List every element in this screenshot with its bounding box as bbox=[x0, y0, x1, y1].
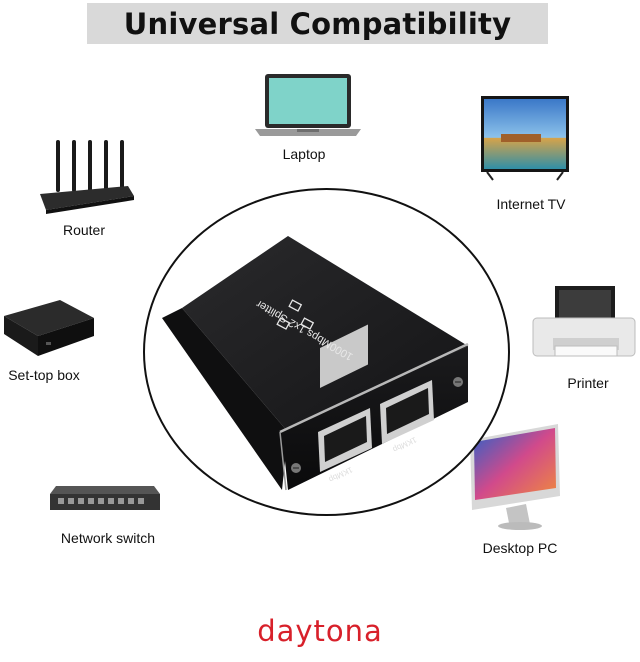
network-switch-icon bbox=[50, 486, 160, 510]
printer-icon bbox=[532, 286, 636, 357]
brand-logo: daytona bbox=[257, 614, 383, 648]
laptop-label: Laptop bbox=[282, 146, 326, 162]
router-icon bbox=[40, 140, 134, 214]
set-top-box-label: Set-top box bbox=[8, 367, 80, 383]
laptop-icon bbox=[255, 74, 361, 136]
network-switch-label: Network switch bbox=[60, 530, 156, 546]
desktop-pc-icon bbox=[470, 424, 560, 530]
title-banner: Universal Compatibility bbox=[87, 3, 548, 44]
printer-label: Printer bbox=[567, 375, 609, 391]
desktop-pc-label: Desktop PC bbox=[482, 540, 558, 556]
splitter-device-image bbox=[162, 236, 469, 491]
set-top-box-icon bbox=[4, 300, 94, 356]
banner-title: Universal Compatibility bbox=[123, 6, 512, 41]
internet-tv-label: Internet TV bbox=[496, 196, 566, 212]
tv-icon bbox=[481, 96, 569, 181]
router-label: Router bbox=[62, 222, 106, 238]
